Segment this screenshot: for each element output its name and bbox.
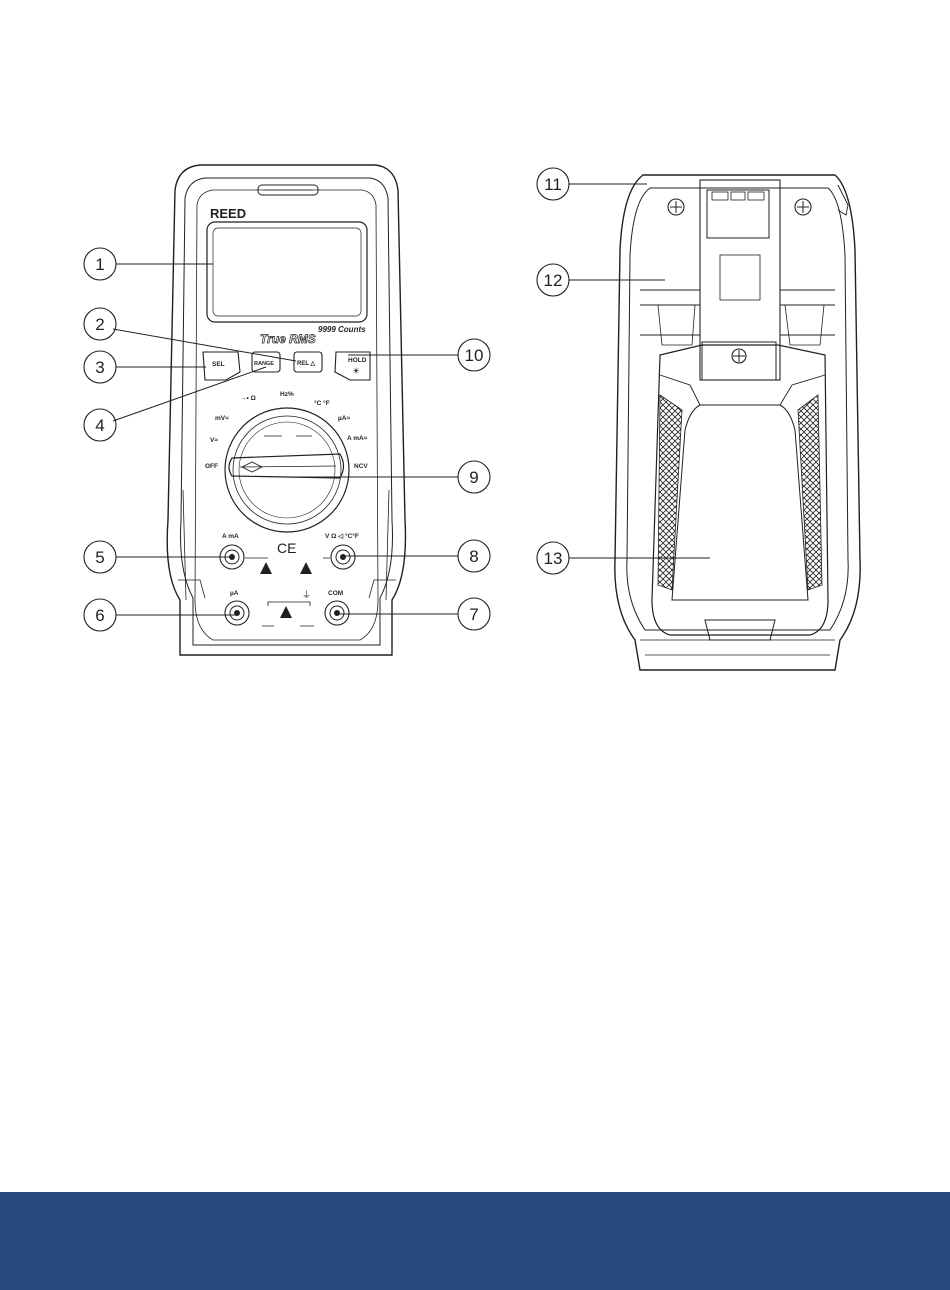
callout-10: 10 — [465, 346, 484, 365]
callout-6: 6 — [95, 606, 104, 625]
battery-cover[interactable] — [652, 345, 828, 635]
right-grip — [798, 395, 822, 590]
true-rms-label: True RMS — [260, 332, 316, 346]
ground-icon: ⏚ — [302, 590, 311, 600]
front-view: REED 9999 Counts True RMS SEL RANGE REL … — [167, 165, 405, 655]
callout-9: 9 — [469, 468, 478, 487]
counts-label: 9999 Counts — [318, 325, 366, 334]
callout-2: 2 — [95, 315, 104, 334]
callout-13: 13 — [544, 549, 563, 568]
callout-11: 11 — [544, 175, 562, 194]
rel-button-label: REL △ — [297, 360, 316, 367]
meter-diagram: REED 9999 Counts True RMS SEL RANGE REL … — [0, 0, 950, 1190]
callout-8: 8 — [469, 547, 478, 566]
dial-label-ncv: NCV — [354, 463, 368, 470]
dial-label-off: OFF — [205, 463, 218, 470]
dial-label-temp: °C °F — [314, 399, 330, 407]
callout-3: 3 — [95, 358, 104, 377]
dial-label-hz: Hz% — [280, 391, 294, 398]
back-view — [615, 175, 860, 670]
jack-label-com: COM — [328, 590, 343, 597]
hold-button-label: HOLD — [348, 357, 367, 364]
jack-label-v: V Ω ◁ °C°F — [325, 532, 359, 540]
ce-mark: CE — [277, 540, 296, 556]
callout-1: 1 — [95, 255, 104, 274]
front-outer-housing — [167, 165, 405, 655]
jack-label-ama: A mA — [222, 533, 239, 540]
sel-button-label: SEL — [212, 361, 225, 368]
brand-logo: REED — [210, 206, 246, 221]
callout-5: 5 — [95, 548, 104, 567]
range-button-label: RANGE — [254, 361, 274, 367]
callout-4: 4 — [95, 416, 104, 435]
dial-label-ua: µA≈ — [338, 415, 350, 422]
backlight-icon: ☀ — [352, 366, 360, 376]
dial-label-v: V≈ — [210, 437, 218, 444]
jack-label-ua: µA — [230, 590, 239, 597]
callout-7: 7 — [469, 605, 478, 624]
dial-label-ohm: →• Ω — [240, 395, 256, 402]
left-grip — [658, 395, 682, 590]
dial-label-mv: mV≈ — [215, 415, 229, 422]
rotary-switch-outer[interactable] — [225, 408, 349, 532]
footer-band — [0, 1192, 950, 1290]
callout-12: 12 — [544, 271, 563, 290]
tilt-stand[interactable] — [700, 180, 780, 380]
dial-label-ama: A mA≈ — [347, 435, 368, 442]
lcd-display — [207, 222, 367, 322]
